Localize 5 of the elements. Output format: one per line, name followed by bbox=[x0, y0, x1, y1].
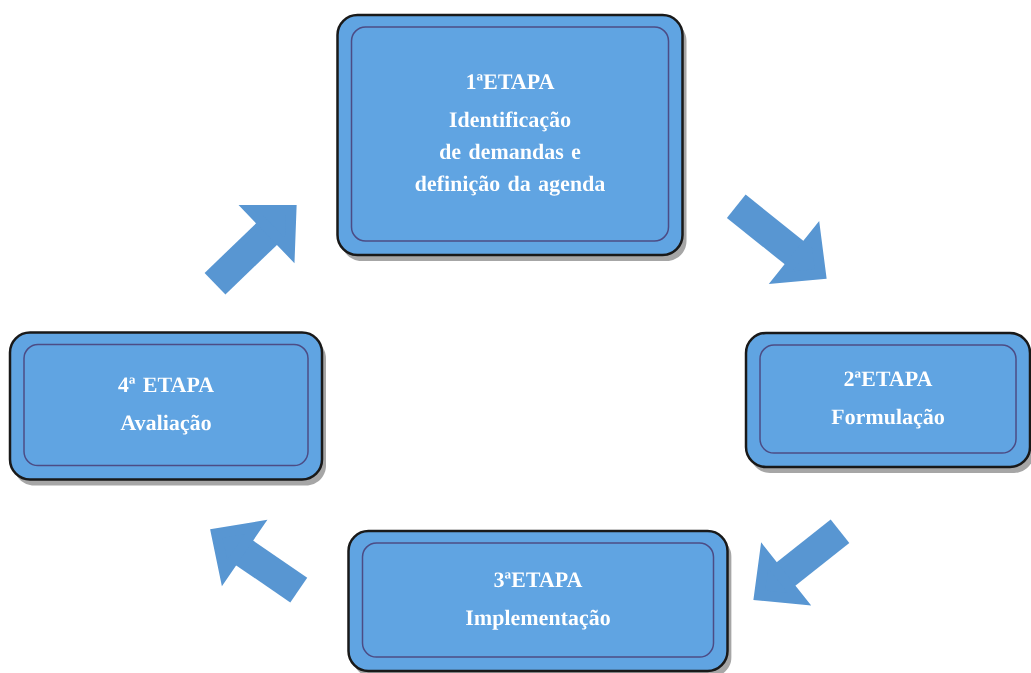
stage-box: 4ª ETAPA Avaliação bbox=[8, 331, 326, 486]
stage-box: 3ªETAPA Implementação bbox=[347, 529, 732, 673]
stage-box: 1ªETAPA Identificação de demandas e definição da agenda bbox=[336, 13, 687, 261]
block-arrow bbox=[204, 205, 297, 295]
stage-box: 2ªETAPA Formulação bbox=[744, 331, 1031, 473]
